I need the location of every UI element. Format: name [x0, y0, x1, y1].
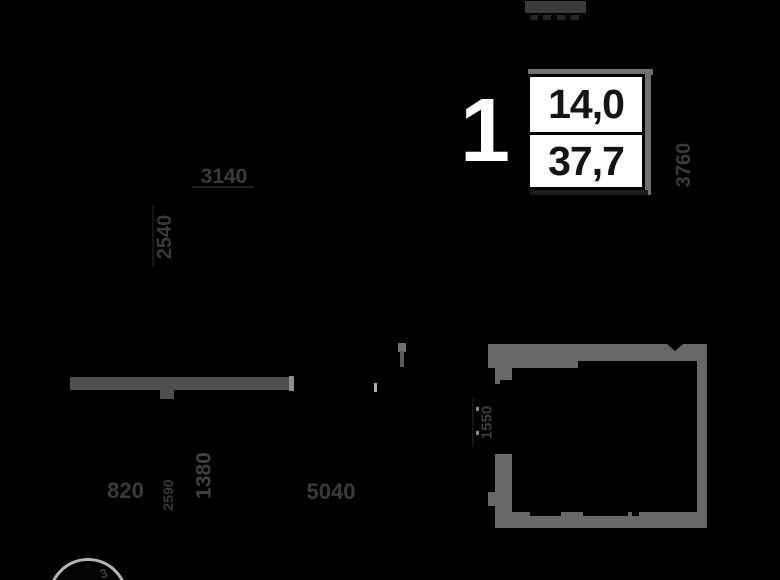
door-dimension-dot: [476, 407, 479, 411]
obscured-label-block: [525, 1, 586, 13]
obscured-label-tick: [543, 15, 551, 20]
door-dimension-dot: [476, 431, 479, 435]
dimension-line-left: [152, 205, 154, 267]
interior-wall-tab: [160, 389, 174, 399]
section-marker-circle: [48, 558, 128, 580]
door-dimension-line: [472, 398, 474, 447]
dimension-line-top: [192, 186, 254, 188]
window-mark-2: [583, 512, 628, 516]
tick-mark: [374, 383, 377, 392]
obscured-label-tick: [530, 15, 538, 20]
left-wall-mark: [500, 380, 512, 384]
room-wall-bottom: [495, 512, 707, 528]
dimension-label-bottom-center: 5040: [306, 479, 356, 504]
room-wall-left-lower: [495, 454, 512, 512]
dimension-label-left-vertical: 2540: [154, 214, 176, 260]
dimension-label-top: 3140: [200, 165, 248, 188]
dimension-label-bottom-vertical-inner: 2590: [160, 479, 176, 511]
interior-wall-bar: [70, 377, 291, 390]
room-area-value: 14,0: [548, 81, 625, 127]
area-box-wall-shadow-right: [643, 73, 651, 195]
dimension-label-bottom-vertical-outer: 1380: [192, 452, 216, 499]
room-wall-protrusion: [488, 492, 495, 506]
obscured-label-tick: [570, 15, 579, 20]
fixture-mark-top: [398, 343, 406, 352]
room-wall-top: [488, 344, 707, 361]
room-wall-left-upper: [495, 367, 512, 384]
window-mark-1: [530, 512, 561, 516]
area-box-wall-shadow-bottom: [530, 190, 648, 195]
unit-number: 1: [459, 81, 511, 181]
interior-wall-endcap: [289, 376, 294, 391]
room-wall-top-extension: [488, 360, 578, 368]
room-wall-right: [697, 344, 707, 528]
area-info-box: 14,0 37,7: [527, 74, 645, 190]
area-box-wall-shadow-top: [528, 69, 653, 75]
fixture-mark-vertical: [400, 351, 404, 367]
dimension-label-right-vertical: 3760: [673, 142, 695, 188]
dimension-label-door-vertical: 1550: [478, 405, 496, 440]
top-wall-notch: [667, 344, 683, 351]
total-area-value: 37,7: [530, 132, 642, 187]
dimension-label-bottom-left: 820: [107, 478, 144, 503]
window-mark-3: [632, 512, 639, 516]
obscured-label-tick: [557, 15, 566, 20]
